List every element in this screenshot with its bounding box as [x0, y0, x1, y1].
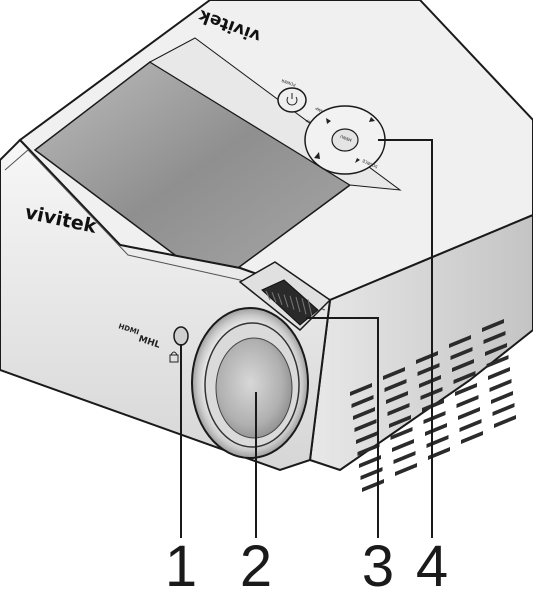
vent-slot	[353, 407, 375, 420]
lens-glass	[215, 337, 293, 439]
arrow-down-icon[interactable]	[326, 118, 331, 124]
arrow-right-icon[interactable]	[355, 158, 360, 163]
arrow-left-icon[interactable]	[314, 152, 320, 159]
vent-slot	[459, 419, 482, 432]
vent-slot	[362, 479, 384, 492]
callout-leaders	[180, 139, 433, 538]
vent-slot	[393, 451, 416, 464]
vent-slot	[491, 391, 513, 404]
menu-button[interactable]	[331, 128, 359, 152]
zoom-focus-ring	[261, 279, 319, 326]
vent-slot	[483, 331, 506, 344]
ring-rib	[265, 290, 271, 301]
vent-slot	[461, 431, 483, 444]
vent-slot	[417, 363, 440, 376]
vent-slot	[423, 411, 446, 424]
callout-4-leader	[378, 139, 433, 538]
power-button[interactable]	[277, 87, 307, 113]
vent-slot	[426, 435, 449, 448]
vent-slot	[488, 367, 510, 380]
vent-slot	[458, 407, 480, 420]
lamp-label: LAMP	[314, 105, 326, 115]
power-icon	[286, 93, 298, 106]
vent-slot	[453, 371, 476, 384]
callout-2: 2	[240, 534, 272, 590]
vent-slot	[384, 379, 407, 392]
vent-slot	[359, 455, 381, 468]
vent-slot	[450, 347, 473, 360]
side-vents	[350, 319, 516, 492]
vent-slot	[419, 375, 441, 388]
callout-1: 1	[165, 534, 197, 590]
ring-rib	[301, 298, 307, 315]
vent-slot	[492, 403, 515, 416]
vent-slot	[456, 395, 479, 408]
ring-rib	[271, 292, 277, 303]
ring-rib	[295, 296, 301, 313]
vent-slot	[386, 391, 408, 404]
callout-4: 4	[416, 534, 448, 590]
vent-slot	[383, 367, 405, 380]
vent-slot	[389, 415, 411, 428]
ring-rib	[283, 294, 289, 308]
vent-slot	[482, 319, 504, 332]
vent-slot	[356, 431, 378, 444]
vent-slot	[360, 467, 383, 480]
vent-slot	[455, 383, 477, 396]
vent-slot	[425, 423, 447, 436]
lock-icon	[169, 351, 179, 363]
vent-slot	[452, 359, 474, 372]
vent-slot	[489, 379, 512, 392]
ring-rib	[277, 293, 283, 305]
vent-slot	[395, 463, 417, 476]
callout-3: 3	[362, 534, 394, 590]
vent-slot	[494, 415, 516, 428]
vent-slot	[387, 403, 410, 416]
vent-slot	[354, 419, 377, 432]
vent-slot	[485, 343, 507, 356]
vent-slot	[390, 427, 413, 440]
vent-slot	[449, 335, 471, 348]
ir-receiver	[173, 326, 189, 346]
vent-slot	[350, 383, 372, 396]
vent-slot	[351, 395, 374, 408]
vent-slot	[357, 443, 380, 456]
ring-rib	[307, 299, 313, 317]
source-label: SOURCE	[361, 158, 379, 170]
zoom-ring-ribs	[265, 290, 313, 317]
callout-3-leader	[306, 317, 379, 538]
vent-slot	[486, 355, 509, 368]
arrow-up-icon[interactable]	[369, 117, 375, 122]
vent-slot	[392, 439, 414, 452]
control-panel: POWER LAMP TEMP MENU SOURCE	[277, 78, 386, 175]
power-label: POWER	[280, 78, 296, 88]
menu-label: MENU	[339, 134, 352, 143]
vent-slot	[428, 447, 450, 460]
ring-rib	[289, 295, 295, 310]
